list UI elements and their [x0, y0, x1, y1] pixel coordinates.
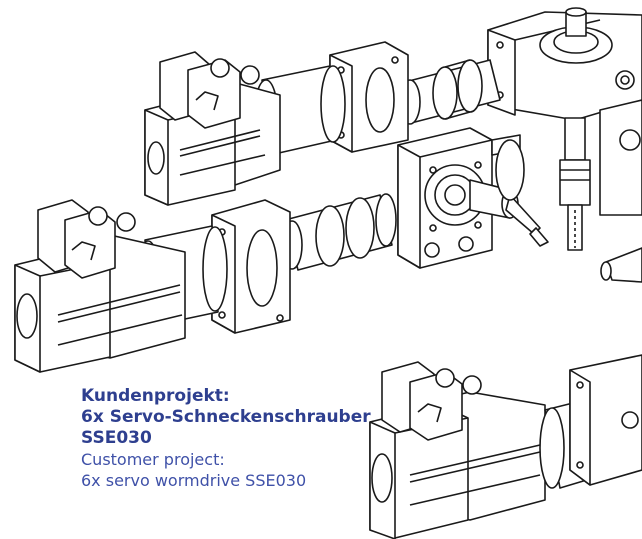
bottom-servo-motor — [369, 354, 642, 539]
upper-drive-shaft — [399, 59, 501, 125]
caption-heading-line: 6x Servo-Schneckenschrauber — [81, 407, 371, 427]
project-caption: Kundenprojekt: 6x Servo-Schneckenschraub… — [81, 386, 381, 491]
lower-servo-motor — [14, 199, 186, 373]
upper-servo-motor — [144, 51, 281, 206]
caption-subtext-line: Customer project: — [81, 450, 225, 469]
top-right-gear-housing — [487, 7, 642, 251]
middle-gear-housing — [397, 127, 549, 269]
caption-subtext-line: 6x servo wormdrive SSE030 — [81, 471, 307, 490]
caption-heading-line: SSE030 — [81, 428, 152, 448]
lower-drive-shaft — [281, 193, 397, 271]
screw-bit — [600, 247, 642, 283]
caption-heading-line: Kundenprojekt: — [81, 386, 230, 406]
